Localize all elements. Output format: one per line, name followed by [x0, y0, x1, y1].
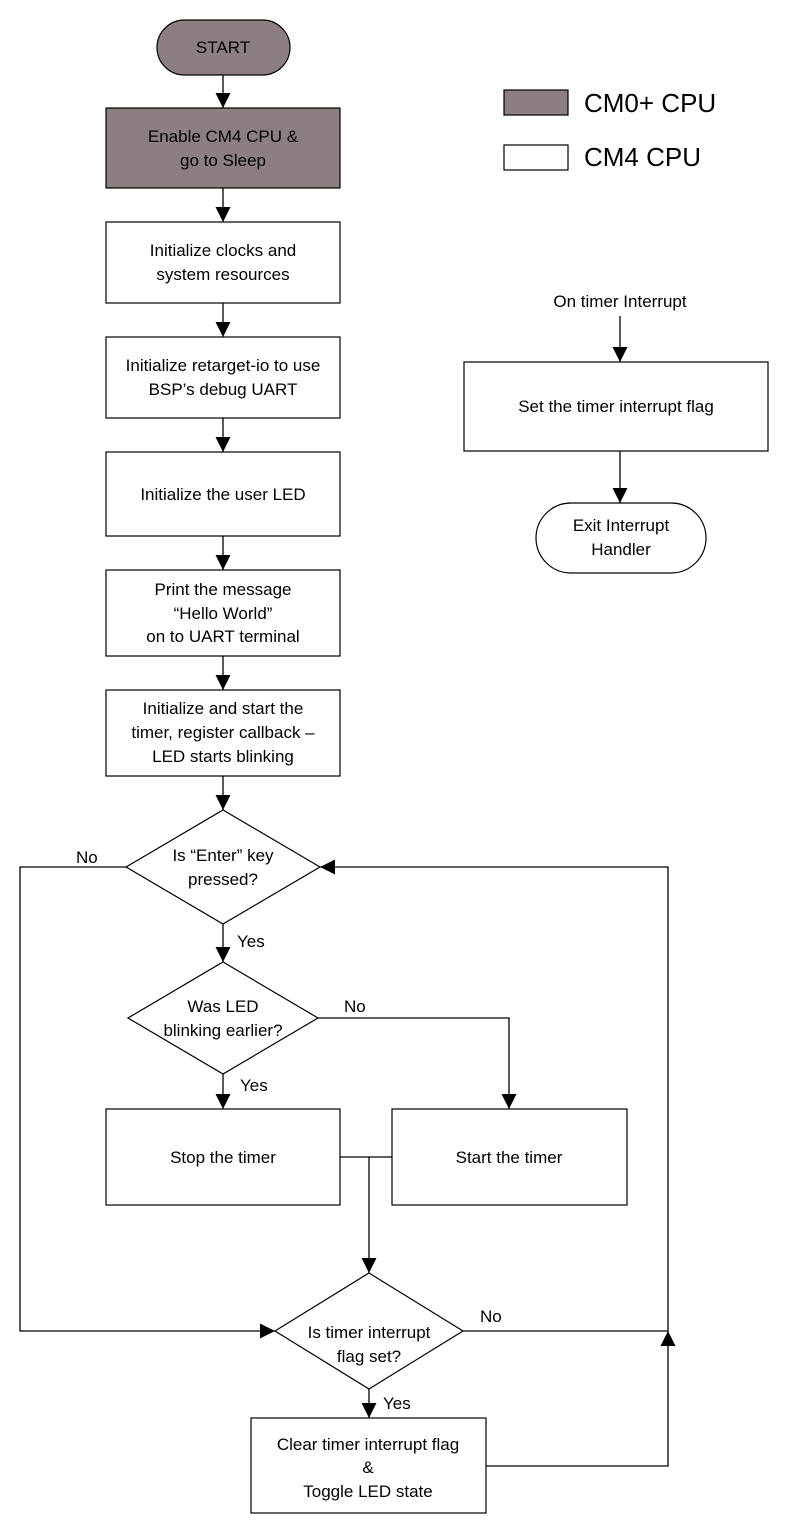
legend-swatch-cm0: [503, 89, 569, 116]
enter-key-decision: Is “Enter” key pressed?: [124, 809, 322, 925]
init-clocks-line-1: Initialize clocks and: [150, 241, 296, 260]
stop-timer-node: Stop the timer: [105, 1108, 341, 1206]
timer-flag-decision: Is timer interrupt flag set?: [273, 1272, 465, 1390]
init-led-line-1: Initialize the user LED: [140, 485, 305, 504]
flag-decision-line-1: Is timer interrupt: [308, 1323, 431, 1342]
legend: CM0+ CPU CM4 CPU: [503, 88, 716, 172]
enable-cm4-node: Enable CM4 CPU & go to Sleep: [105, 107, 341, 189]
led-decision-line-2: blinking earlier?: [163, 1021, 282, 1040]
edge-labels: No Yes No Yes No Yes: [76, 848, 502, 1413]
label-led-yes: Yes: [240, 1076, 268, 1095]
arrow-flag-no: [320, 859, 669, 1332]
enter-decision-line-1: Is “Enter” key: [172, 846, 274, 865]
exit-handler-node: Exit Interrupt Handler: [535, 502, 707, 574]
enter-decision-line-2: pressed?: [188, 870, 258, 889]
arrow-enter-no: [19, 866, 275, 1339]
init-clocks-node: Initialize clocks and system resources: [105, 221, 341, 304]
print-message-node: Print the message “Hello World” on to UA…: [105, 569, 341, 657]
init-clocks-line-2: system resources: [156, 265, 289, 284]
start-label: START: [196, 38, 250, 57]
init-timer-node: Initialize and start the timer, register…: [105, 689, 341, 777]
start-timer-node: Start the timer: [391, 1108, 628, 1206]
init-timer-line-3: LED starts blinking: [152, 747, 294, 766]
legend-swatch-cm4: [503, 144, 569, 171]
init-timer-line-2: timer, register callback –: [131, 723, 315, 742]
clear-flag-line-1: Clear timer interrupt flag: [277, 1435, 459, 1454]
init-retarget-node: Initialize retarget-io to use BSP’s debu…: [105, 336, 341, 419]
clear-flag-node: Clear timer interrupt flag & Toggle LED …: [250, 1417, 487, 1514]
init-retarget-line-1: Initialize retarget-io to use: [126, 356, 321, 375]
label-flag-yes: Yes: [383, 1394, 411, 1413]
print-message-line-3: on to UART terminal: [146, 627, 299, 646]
exit-handler-line-2: Handler: [591, 540, 651, 559]
led-decision-line-1: Was LED: [187, 997, 258, 1016]
exit-handler-line-1: Exit Interrupt: [573, 516, 670, 535]
interrupt-flow: On timer Interrupt Set the timer interru…: [463, 292, 769, 574]
legend-label-cm4: CM4 CPU: [584, 142, 701, 172]
label-enter-yes: Yes: [237, 932, 265, 951]
arrow-led-no: [318, 1017, 517, 1109]
start-node: START: [156, 19, 291, 76]
print-message-line-1: Print the message: [154, 580, 291, 599]
flag-decision-line-2: flag set?: [337, 1347, 401, 1366]
enable-cm4-line-1: Enable CM4 CPU &: [148, 127, 299, 146]
set-flag-node: Set the timer interrupt flag: [463, 361, 769, 452]
legend-label-cm0: CM0+ CPU: [584, 88, 716, 118]
init-retarget-line-2: BSP’s debug UART: [149, 380, 298, 399]
start-timer-line-1: Start the timer: [456, 1148, 563, 1167]
label-led-no: No: [344, 997, 366, 1016]
label-enter-no: No: [76, 848, 98, 867]
interrupt-trigger-label: On timer Interrupt: [553, 292, 686, 311]
stop-timer-line-1: Stop the timer: [170, 1148, 276, 1167]
init-timer-line-1: Initialize and start the: [143, 699, 304, 718]
print-message-line-2: “Hello World”: [174, 604, 273, 623]
set-flag-line-1: Set the timer interrupt flag: [518, 397, 714, 416]
clear-flag-line-3: Toggle LED state: [303, 1482, 432, 1501]
init-led-node: Initialize the user LED: [105, 451, 341, 537]
arrow-clear-loop: [486, 1331, 676, 1467]
label-flag-no: No: [480, 1307, 502, 1326]
led-blinking-decision: Was LED blinking earlier?: [126, 961, 320, 1075]
clear-flag-line-2: &: [362, 1458, 374, 1477]
enable-cm4-line-2: go to Sleep: [180, 151, 266, 170]
main-flow-connectors: [19, 75, 676, 1467]
